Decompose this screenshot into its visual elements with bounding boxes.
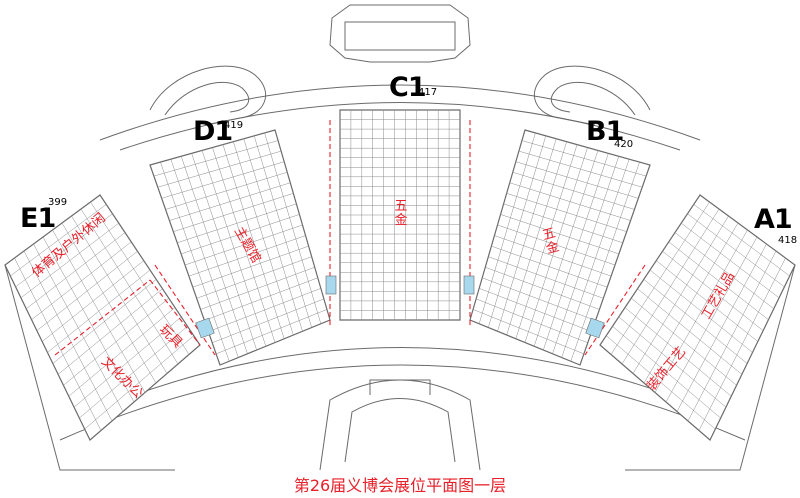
hall-code-e1: E1: [20, 203, 56, 234]
hall-b1-booth-column: [543, 153, 609, 351]
hall-b1-booth-column: [570, 162, 640, 362]
hall-d1-booth-column: [201, 150, 267, 347]
west-wing-edge: [4, 264, 175, 471]
hall-e1-booth-column: [80, 208, 179, 365]
water-feature: [463, 275, 475, 295]
hall-a1-booth-column: [654, 229, 748, 393]
left-ramp: [149, 65, 267, 126]
hall-d1-booth-column: [264, 132, 322, 324]
hall-code-c1: C1: [389, 72, 427, 103]
hall-d1-booth-column: [181, 156, 248, 354]
hall-e1-booth-column: [71, 215, 168, 374]
hall-number-b1: 420: [614, 139, 634, 150]
divider-e1-toys: [149, 279, 201, 346]
hall-b1-booth-column: [561, 159, 630, 358]
outer-arc-north-inner: [119, 102, 681, 151]
zone-dividers: [54, 120, 646, 356]
hall-d1-booth-column: [233, 141, 294, 336]
hall-e1-booth-column: [14, 257, 102, 431]
hall-number-a1: 418: [778, 235, 798, 246]
hall-d1-booth-column: [191, 153, 257, 351]
hall-b1-booth-column: [515, 144, 578, 339]
hall-code-a1: A1: [754, 204, 793, 235]
hall-b1-booth-column: [533, 150, 599, 347]
left-ramp-inner: [164, 81, 250, 116]
zone-label-hardware-c1: 五金: [394, 199, 408, 228]
map-title: 第26届义博会展位平面图一层: [293, 476, 507, 495]
east-wing-edge: [625, 264, 796, 471]
hall-a1-booth-column: [698, 257, 786, 431]
south-plaza-core: [369, 379, 431, 395]
hall-number-d1: 419: [224, 120, 244, 131]
hall-d1-booth-column: [212, 147, 276, 343]
water-features: [195, 275, 605, 339]
divider-d1-east: [154, 264, 216, 356]
hall-e1-booth-column: [90, 201, 190, 355]
outer-arc-north: [99, 84, 701, 141]
south-plaza: [319, 379, 481, 471]
hall-a1-booth-column: [665, 236, 758, 403]
hall-d1-booth-column: [222, 144, 285, 339]
water-feature: [325, 275, 337, 295]
divider-e1-sports-culture: [54, 279, 151, 356]
hall-b1-booth-column: [478, 132, 536, 324]
hall-a1-booth-column: [610, 201, 710, 355]
hall-code-d1: D1: [193, 116, 233, 147]
hall-e1-booth-column: [52, 229, 146, 393]
hall-b1-booth-column: [488, 135, 547, 328]
top-pavilion: [329, 4, 471, 63]
hall-b1-booth-column: [497, 138, 557, 332]
hall-e1-booth-column: [61, 222, 157, 384]
hall-e1-booth-column: [42, 236, 135, 403]
right-ramp-inner: [550, 81, 636, 116]
hall-a1-booth-column: [643, 222, 739, 384]
booth-grid: [10, 110, 790, 431]
hall-e1-booth-column: [33, 243, 124, 412]
south-corridor-outer: [59, 364, 746, 441]
top-pavilion-inner: [344, 21, 456, 51]
hall-b1-booth-column: [524, 147, 588, 343]
hall-b1-booth-column: [552, 156, 619, 354]
hall-d1-booth-column: [170, 159, 239, 358]
right-ramp: [533, 65, 651, 126]
hall-a1-booth-column: [676, 243, 767, 412]
divider-b1-east: [584, 264, 646, 356]
hall-a1-booth-column: [632, 215, 729, 374]
building-outline: [4, 4, 796, 471]
hall-a1-booth-column: [621, 208, 720, 365]
south-corridor-inner: [94, 347, 711, 411]
water-feature: [195, 317, 215, 339]
hall-code-b1: B1: [586, 116, 624, 147]
hall-number-c1: 417: [418, 87, 438, 98]
hall-d1-booth-column: [243, 138, 303, 332]
hall-b1-booth-column: [506, 141, 567, 336]
water-feature: [585, 317, 605, 339]
hall-a1-booth-column: [687, 250, 777, 422]
hall-number-e1: 399: [48, 197, 68, 208]
hall-d1-booth-column: [253, 135, 312, 328]
hall-e1-booth-column: [23, 250, 113, 422]
south-plaza-inner: [344, 398, 456, 463]
hall-d1-booth-column: [160, 162, 230, 362]
